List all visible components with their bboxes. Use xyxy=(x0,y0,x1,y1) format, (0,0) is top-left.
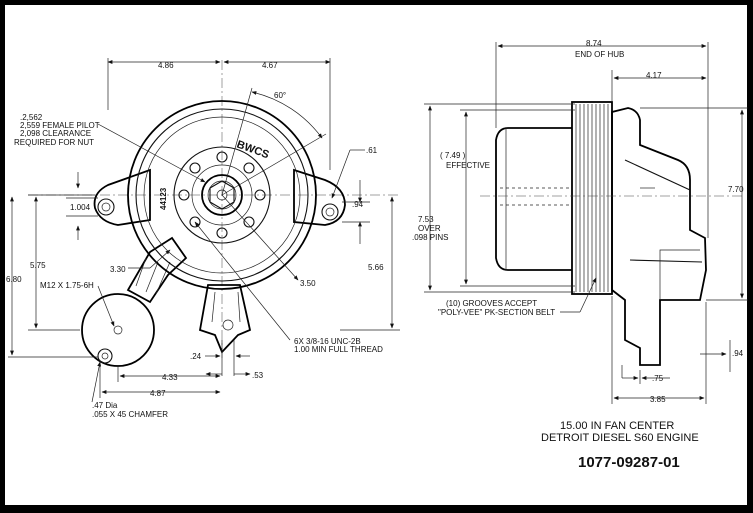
right-ear xyxy=(293,168,346,226)
dim-75: .75 xyxy=(652,374,664,383)
dim-7-70: 7.70 xyxy=(728,185,744,194)
left-ear xyxy=(93,168,151,226)
female-pilot-line-1: .2,562 xyxy=(20,113,43,122)
lower-mount-arm xyxy=(126,236,188,304)
belt-grooves xyxy=(575,104,609,292)
title-line-2: DETROIT DIESEL S60 ENGINE xyxy=(541,432,699,444)
side-housing xyxy=(611,107,707,366)
dim-5-75: 5.75 xyxy=(30,261,46,270)
female-pilot-line-2: 2,559 FEMALE PILOT xyxy=(20,121,100,130)
thread-6x-line-1: 6X 3/8-16 UNC-2B xyxy=(294,337,361,346)
dim-6-80: 6.80 xyxy=(6,275,22,284)
dim-3-30: 3.30 xyxy=(110,265,126,274)
front-view: BWCS 44123 4.86 4.67 60° .2,562 2,559 FE… xyxy=(6,58,400,419)
angle-60: 60° xyxy=(274,91,286,100)
dim-end-of-hub: END OF HUB xyxy=(575,50,624,59)
dim-5-66: 5.66 xyxy=(368,263,384,272)
dim-53: .53 xyxy=(252,371,264,380)
housing-outer xyxy=(127,100,317,290)
dim-61: .61 xyxy=(366,146,378,155)
hub-cylinder xyxy=(495,127,572,271)
hub-flange xyxy=(173,146,271,244)
paper xyxy=(5,5,747,505)
grooves-line-2: "POLY-VEE" PK-SECTION BELT xyxy=(438,308,555,317)
dim-3-50: 3.50 xyxy=(300,279,316,288)
chamfer-line-2: .055 X 45 CHAMFER xyxy=(92,410,168,419)
dim-3-85: 3.85 xyxy=(650,395,666,404)
side-view: 8.74 END OF HUB 4.17 ( 7.49 ) EFFECTIVE … xyxy=(412,39,748,404)
thread-m12: M12 X 1.75-6H xyxy=(40,281,94,290)
dim-4-17: 4.17 xyxy=(646,71,662,80)
dim-4-87: 4.87 xyxy=(150,389,166,398)
dim-effective-label: EFFECTIVE xyxy=(446,161,490,170)
female-pilot-line-3: 2,098 CLEARANCE xyxy=(20,129,91,138)
dim-4-67: 4.67 xyxy=(262,61,278,70)
female-pilot-line-4: REQUIRED FOR NUT xyxy=(14,138,94,147)
title-line-1: 15.00 IN FAN CENTER xyxy=(560,420,674,432)
dim-pins: .098 PINS xyxy=(412,233,448,242)
title-block: 15.00 IN FAN CENTER DETROIT DIESEL S60 E… xyxy=(541,420,699,471)
dim-94-side: .94 xyxy=(732,349,744,358)
hub-bolt-holes xyxy=(178,151,266,239)
lower-tab xyxy=(198,284,252,354)
dim-effective-value: ( 7.49 ) xyxy=(440,151,466,160)
dim-4-86: 4.86 xyxy=(158,61,174,70)
thread-6x-line-2: 1.00 MIN FULL THREAD xyxy=(294,345,383,354)
dim-over: OVER xyxy=(418,224,441,233)
dim-94-front: .94 xyxy=(352,200,364,209)
hub-text-44123: 44123 xyxy=(159,187,168,210)
dim-7-53: 7.53 xyxy=(418,215,434,224)
dim-1-004: 1.004 xyxy=(70,203,91,212)
dim-8-74: 8.74 xyxy=(586,39,602,48)
dim-24: .24 xyxy=(190,352,202,361)
chamfer-line-1: .47 Dia xyxy=(92,401,118,410)
dim-4-33: 4.33 xyxy=(162,373,178,382)
grooves-line-1: (10) GROOVES ACCEPT xyxy=(446,299,537,308)
part-number: 1077-09287-01 xyxy=(578,454,680,471)
